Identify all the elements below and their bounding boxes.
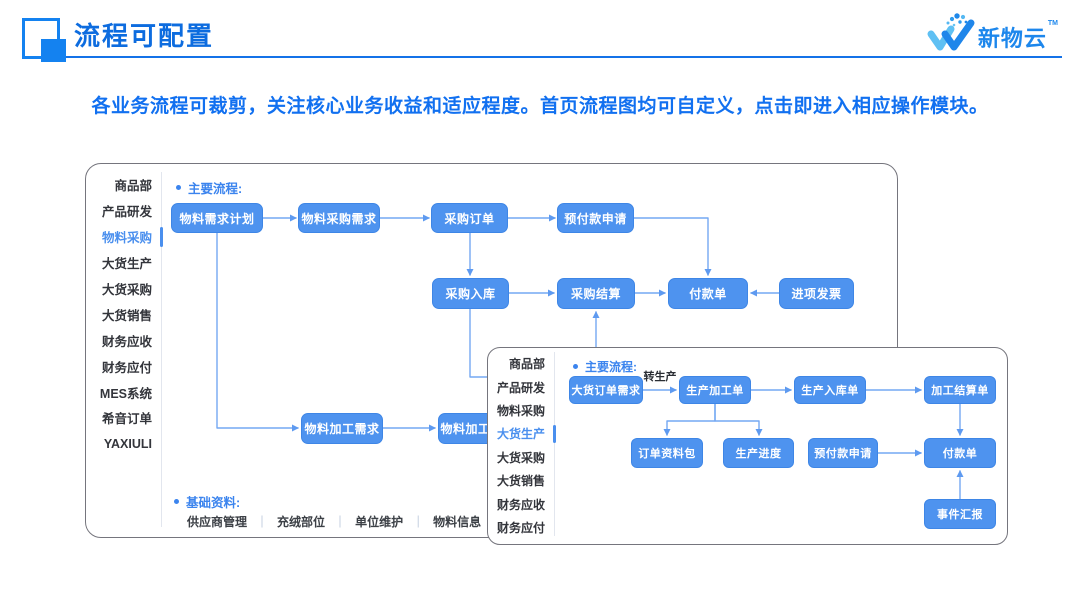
flow-node-prepay[interactable]: 预付款申请 xyxy=(808,438,878,468)
sidebar-item[interactable]: 物料采购 xyxy=(496,403,545,418)
separator: ｜ xyxy=(412,515,425,529)
sidebar-item[interactable]: 财务应付 xyxy=(496,520,545,535)
title-underline xyxy=(66,56,1062,59)
base-data-item[interactable]: 供应商管理 xyxy=(187,515,248,529)
sidebar-modules: 商品部产品研发物料采购大货生产大货采购大货销售财务应收财务应付 xyxy=(488,352,556,536)
square-fill-icon xyxy=(41,39,66,62)
sidebar-modules: 商品部产品研发物料采购大货生产大货采购大货销售财务应收财务应付 MES系统希音订单… xyxy=(86,172,163,527)
sidebar-item[interactable]: 大货采购 xyxy=(101,283,152,297)
flow-node-invoice[interactable]: 进项发票 xyxy=(779,278,854,309)
sidebar-item[interactable]: 大货采购 xyxy=(496,450,545,465)
panel-production: 主要流程: 大货订单需求 生产加工单 生产入库单 加工结算单订单资料包生产进度预付款申… xyxy=(487,347,1008,545)
sidebar-item[interactable]: 大货生产 xyxy=(488,422,556,445)
sidebar-item[interactable]: MES系统 xyxy=(99,386,152,401)
sidebar-item[interactable]: 商品部 xyxy=(508,357,545,372)
sidebar-item[interactable]: 商品部 xyxy=(114,179,152,194)
bullet-icon xyxy=(176,185,181,190)
flow-connector xyxy=(216,232,299,432)
flow-node-pay[interactable]: 付款单 xyxy=(668,278,748,309)
flow-connector xyxy=(633,217,712,276)
edge-label: 转生产 xyxy=(643,371,677,383)
flow-node-mrp[interactable]: 物料需求计划 xyxy=(171,203,263,233)
sidebar-item[interactable]: 产品研发 xyxy=(101,205,152,220)
flow-node-proc_settle[interactable]: 加工结算单 xyxy=(924,376,996,404)
flow-node-progress[interactable]: 生产进度 xyxy=(723,438,794,468)
brand-name: 新物云 xyxy=(977,26,1047,51)
flow-node-pur_req[interactable]: 物料采购需求 xyxy=(298,203,380,233)
flow-node-order_req[interactable]: 大货订单需求 xyxy=(569,376,643,404)
flow-connectors xyxy=(216,214,780,432)
sidebar-item[interactable]: 产品研发 xyxy=(496,380,545,395)
flow-node-inbound[interactable]: 采购入库 xyxy=(432,278,509,309)
main-flow-label: 主要流程: xyxy=(573,358,637,375)
sidebar-item[interactable]: 财务应付 xyxy=(101,360,152,375)
page-title: 流程可配置 xyxy=(74,21,215,51)
base-data-links: 供应商管理 ｜ 充绒部位 ｜ 单位维护 ｜ 物料信息 xyxy=(187,513,481,530)
brand-logo-w-icon xyxy=(927,13,975,51)
sidebar-item[interactable]: 财务应收 xyxy=(101,334,152,349)
flow-node-pay[interactable]: 付款单 xyxy=(924,438,996,468)
trademark-symbol: TM xyxy=(1047,20,1058,27)
base-data-item[interactable]: 单位维护 xyxy=(355,515,404,529)
base-data-label-text: 基础资料: xyxy=(186,496,241,510)
flow-node-po[interactable]: 采购订单 xyxy=(431,203,508,233)
flow-connector xyxy=(714,403,763,436)
flow-connector xyxy=(663,403,716,436)
base-data-item[interactable]: 物料信息 xyxy=(433,515,482,529)
flow-node-event[interactable]: 事件汇报 xyxy=(924,499,996,529)
sidebar-item[interactable]: 大货销售 xyxy=(496,474,545,489)
flow-node-proc_req[interactable]: 物料加工需求 xyxy=(301,413,383,444)
main-flow-label-text: 主要流程: xyxy=(585,360,637,374)
sidebar-item[interactable]: 大货生产 xyxy=(101,257,152,272)
title-decoration-icon xyxy=(22,14,68,66)
separator: ｜ xyxy=(256,515,269,529)
bullet-icon xyxy=(573,364,578,369)
subtitle: 各业务流程可裁剪，关注核心业务收益和适应程度。首页流程图均可自定义，点击即进入相… xyxy=(91,96,989,117)
main-flow-label-text: 主要流程: xyxy=(188,182,243,196)
separator: ｜ xyxy=(334,515,347,529)
main-flow-label: 主要流程: xyxy=(176,178,242,197)
flow-node-prepay[interactable]: 预付款申请 xyxy=(557,203,634,233)
flow-node-settle[interactable]: 采购结算 xyxy=(557,278,635,309)
sidebar-item[interactable]: 大货销售 xyxy=(101,308,152,323)
sidebar-item[interactable]: 物料采购 xyxy=(86,224,163,250)
sidebar-item[interactable]: 财务应收 xyxy=(496,497,545,512)
sidebar-item[interactable]: 希音订单 xyxy=(101,412,152,427)
flow-area: 主要流程: 大货订单需求 生产加工单 生产入库单 加工结算单订单资料包生产进度预付款申… xyxy=(488,348,1007,544)
flow-node-order_pack[interactable]: 订单资料包 xyxy=(631,438,703,468)
flow-connectors xyxy=(642,386,964,500)
base-data-label: 基础资料: xyxy=(174,492,240,511)
flow-connector xyxy=(469,308,489,378)
flow-node-prod_order[interactable]: 生产加工单 xyxy=(679,376,751,404)
base-data-item[interactable]: 充绒部位 xyxy=(277,515,326,529)
flow-node-prod_in[interactable]: 生产入库单 xyxy=(794,376,866,404)
bullet-icon xyxy=(174,499,179,504)
brand-logo: 新物云 TM xyxy=(926,12,1058,56)
sidebar-item[interactable]: YAXIULI xyxy=(103,436,152,451)
